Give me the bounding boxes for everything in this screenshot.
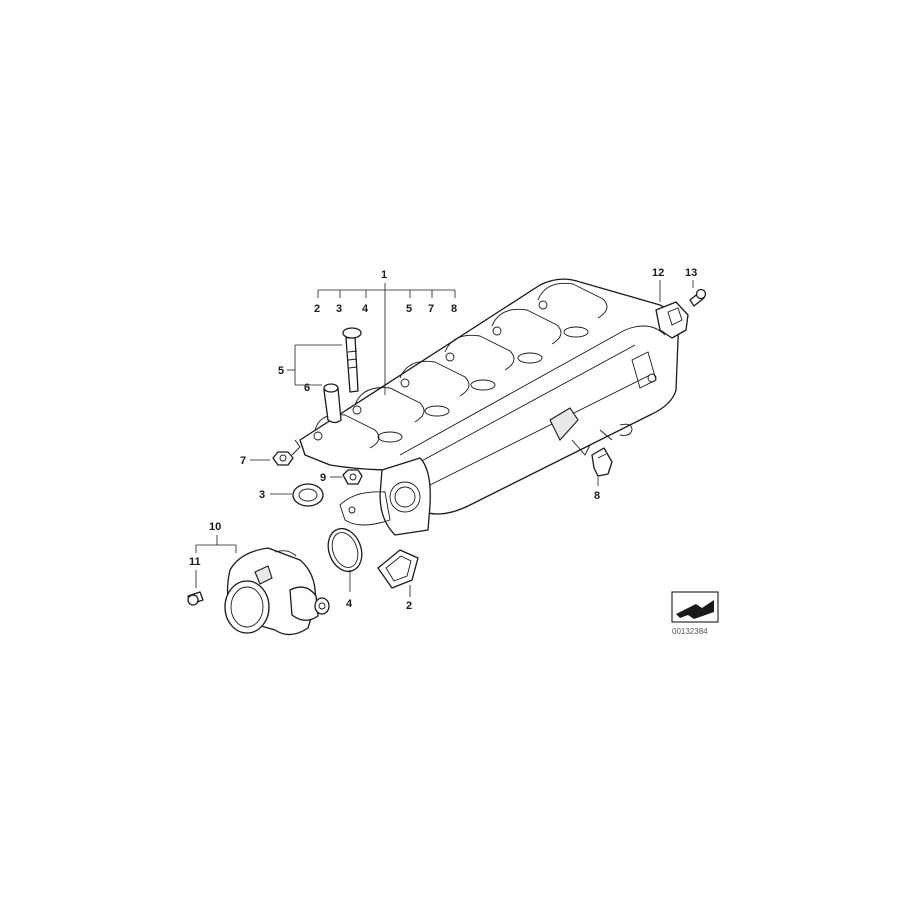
screw-part-11[interactable]	[187, 591, 204, 606]
bracket-part-12[interactable]	[655, 301, 689, 339]
callout-7: 7	[240, 455, 246, 467]
callout-4: 4	[346, 598, 353, 610]
callout-4-top: 4	[362, 303, 369, 315]
seal-ring-part-4[interactable]	[322, 524, 367, 576]
callout-5: 5	[278, 365, 284, 377]
sleeve-part-6[interactable]	[323, 383, 342, 424]
throttle-housing-part-10[interactable]	[224, 547, 330, 636]
callout-9: 9	[320, 472, 326, 484]
callout-6: 6	[304, 382, 310, 394]
reference-number: 00132384	[672, 627, 708, 636]
callout-2-top: 2	[314, 303, 320, 315]
callout-1: 1	[381, 269, 387, 281]
callout-3-top: 3	[336, 303, 342, 315]
callout-10: 10	[209, 521, 221, 533]
callout-5-top: 5	[406, 303, 412, 315]
callout-2: 2	[406, 600, 412, 612]
screw-part-13[interactable]	[689, 288, 707, 307]
intake-manifold[interactable]	[299, 278, 679, 536]
callout-7-top: 7	[428, 303, 434, 315]
nut-part-9[interactable]	[342, 469, 363, 485]
nut-part-7[interactable]	[272, 439, 301, 466]
clip-part-8[interactable]	[591, 447, 613, 477]
callout-group-1-leaders	[317, 283, 456, 395]
arrow-icon	[671, 591, 719, 623]
ring-part-3[interactable]	[292, 483, 324, 507]
callout-11: 11	[189, 556, 201, 568]
callout-8-top: 8	[451, 303, 457, 315]
gasket-part-2[interactable]	[377, 549, 419, 589]
callout-13: 13	[685, 267, 697, 279]
bolt-part-5[interactable]	[342, 327, 362, 393]
callout-3: 3	[259, 489, 265, 501]
callout-5-6-leaders	[287, 344, 342, 386]
callout-10-11-leaders	[195, 535, 237, 588]
callout-12: 12	[652, 267, 664, 279]
callout-8: 8	[594, 490, 600, 502]
